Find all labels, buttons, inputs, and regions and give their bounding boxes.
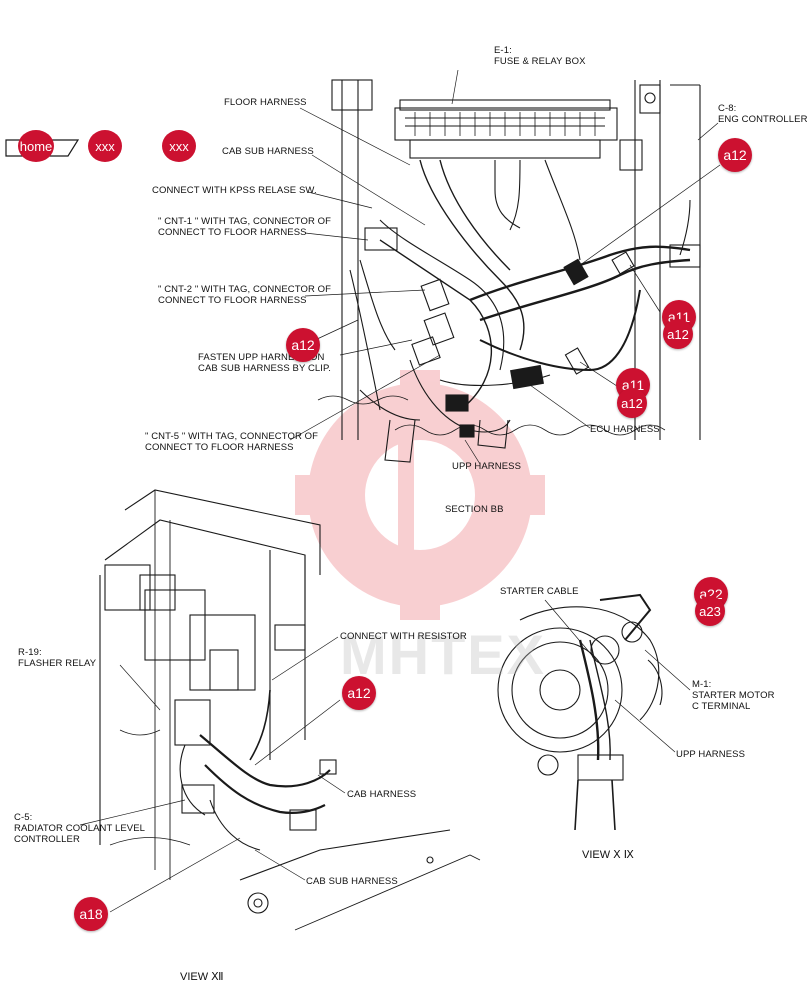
label-floor-harness: FLOOR HARNESS [224,97,307,108]
label-fuse-relay-box: E-1: FUSE & RELAY BOX [494,45,586,67]
label-cab-harness: CAB HARNESS [347,789,417,800]
label-cab-sub-harness-xii: CAB SUB HARNESS [306,876,398,887]
view-xii-title: VIEW Ⅻ [180,971,224,983]
label-upp-harness: UPP HARNESS [452,461,522,472]
label-kpss-relase: CONNECT WITH KPSS RELASE SW. [152,185,317,196]
label-flasher-relay: R-19: FLASHER RELAY [18,647,97,669]
view-xii-drawing [79,489,481,931]
callout-a23[interactable]: a23 [695,596,725,626]
home-button[interactable]: home [18,130,54,162]
next-button-label: xxx [169,138,189,154]
label-cnt5: " CNT-5 " WITH TAG, CONNECTOR OF CONNECT… [145,431,319,453]
label-fasten-upp-harness: FASTEN UPP HARNESS ON CAB SUB HARNESS BY… [198,352,331,374]
watermark-logo [295,370,545,620]
next-button[interactable]: xxx [162,130,196,162]
label-cab-sub-harness: CAB SUB HARNESS [222,146,314,157]
section-bb-title: SECTION BB [445,504,504,515]
watermark-text: MHTEX [340,623,546,686]
prev-button-label: xxx [95,138,115,154]
callout-a12[interactable]: a12 [663,319,693,349]
home-button-label: home [19,138,53,154]
callout-a12[interactable]: a12 [342,676,376,710]
prev-button[interactable]: xxx [88,130,122,162]
callout-a12[interactable]: a12 [286,328,320,362]
section-bb-drawing [289,69,721,465]
label-eng-controller: C-8: ENG CONTROLLER [718,103,808,125]
label-radiator-coolant-controller: C-5: RADIATOR COOLANT LEVEL CONTROLLER [14,812,146,845]
callout-a12[interactable]: a12 [718,138,752,172]
label-cnt1: " CNT-1 " WITH TAG, CONNECTOR OF CONNECT… [158,216,332,238]
callout-a12[interactable]: a12 [617,388,647,418]
callout-a18[interactable]: a18 [74,897,108,931]
view-xix-title: VIEW Ⅹ Ⅸ [582,849,634,861]
label-upp-harness-xix: UPP HARNESS [676,749,746,760]
label-ecu-harness: ECU HARNESS [590,424,660,435]
label-starter-cable: STARTER CABLE [500,586,579,597]
label-starter-motor: M-1: STARTER MOTOR C TERMINAL [692,679,775,712]
label-cnt2: " CNT-2 " WITH TAG, CONNECTOR OF CONNECT… [158,284,332,306]
view-xix-drawing [497,593,691,831]
label-connect-with-resistor: CONNECT WITH RESISTOR [340,631,467,642]
